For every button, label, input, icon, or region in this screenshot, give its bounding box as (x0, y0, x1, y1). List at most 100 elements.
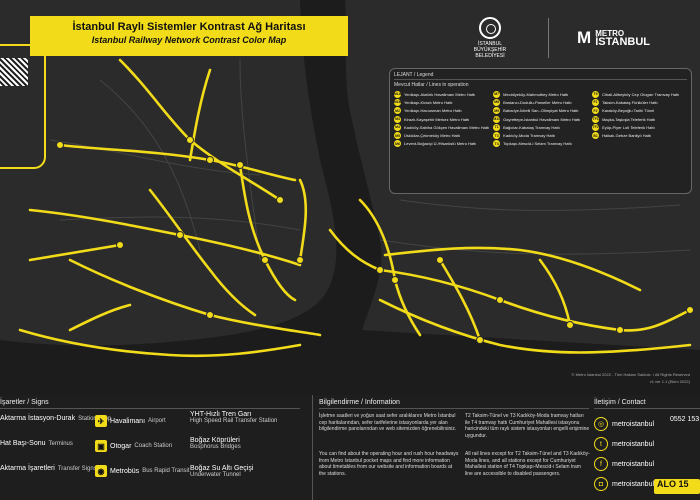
line-badge-icon: T5 (592, 90, 600, 98)
legend-line-name: Yenikapı-Atatürk Havalimanı Metro Hattı (404, 91, 476, 97)
metro-city: İSTANBUL (595, 36, 650, 48)
legend-line-name: Bahariye-İkitelli San.-Olimpiyat Metro H… (503, 108, 579, 114)
line-badge-icon: TF1 (592, 115, 600, 123)
contact-twitter[interactable]: t metroistanbul (594, 437, 654, 451)
legend-line-name: Üsküdar-Çekmeköy Metro Hattı (404, 133, 461, 139)
sign-label-en: Transfer Signs (57, 465, 97, 472)
line-badge-icon: M8 (493, 98, 501, 106)
legend-line-name: Mecidiyeköy-Mahmutbey Metro Hattı (503, 91, 569, 97)
contact-facebook[interactable]: f metroistanbul (594, 457, 654, 471)
line-badge-icon: M5 (394, 132, 401, 140)
sign-station-stop: Aktarma İstasyon-Durak Station-Stop (0, 415, 111, 422)
line-badge-icon: M2 (394, 107, 401, 115)
facebook-icon: f (594, 457, 608, 471)
contact-web[interactable]: ◎ metroistanbul (594, 417, 654, 431)
bus-icon: ▣ (95, 440, 107, 452)
twitter-icon: t (594, 437, 608, 451)
contact-instagram[interactable]: ◘ metroistanbul (594, 477, 654, 491)
line-badge-icon: M3 (394, 115, 401, 123)
legend-heading: LEJANT / Legend (394, 72, 687, 80)
legend-line-name: Eyüp-Piyer Loti Teleferik Hattı (602, 124, 655, 130)
line-badge-icon: M1A (393, 90, 402, 98)
sign-label-en: Bosphorus Bridges (190, 444, 241, 450)
sign-label-tr: Boğaz Su Altı Geçişi (190, 465, 254, 472)
logo-area: İSTANBUL BÜYÜKŞEHİR BELEDİYESİ M METRO İ… (460, 10, 650, 66)
sign-label-en: Coach Station (134, 443, 173, 449)
legend-subheading: Mevcut Hatlar / Lines in operation (394, 82, 469, 88)
legend-line-name: Yenikapı-Kirazlı Metro Hattı (404, 99, 453, 105)
phone-number[interactable]: 0552 153 (670, 416, 700, 423)
sign-label-tr: Havalimanı (110, 417, 146, 425)
sign-label-tr: Otogar (110, 442, 132, 450)
metro-istanbul-logo: M METRO İSTANBUL (577, 28, 650, 48)
line-badge-icon: M11 (493, 115, 501, 123)
map-svg (0, 0, 700, 395)
legend-line-name: Kirazlı-Kayaşehir Merkez Metro Hattı (404, 116, 470, 122)
line-badge-icon: F1 (592, 98, 600, 106)
legend-line-name: Kadıköy-Sabiha Gökçen Havalimanı Metro H… (404, 124, 490, 130)
alo-hotline-badge[interactable]: ALO 15 (654, 479, 700, 494)
sign-high-speed-rail: YHT-Hızlı Tren Garı High Speed Rail Tran… (190, 411, 277, 424)
info-para-en: You can find about the operating hour an… (319, 451, 459, 477)
bosphorus-water (0, 0, 382, 395)
contact-handle: metroistanbul (612, 480, 655, 488)
sign-metrobus: ◉ Metrobüs Bus Rapid Transit (95, 465, 190, 477)
sign-label-tr: Boğaz Köprüleri (190, 437, 240, 444)
sign-label-tr: Aktarma İşaretleri (0, 465, 55, 472)
contact-handle: metroistanbul (612, 440, 655, 448)
sign-label-en: Underwater Tunnel (190, 472, 241, 478)
sign-label-en: Terminus (48, 440, 73, 447)
sign-label-en: High Speed Rail Transfer Station (190, 418, 278, 424)
legend-line-name: Bağcılar-Kabataş Tramvay Hattı (503, 124, 560, 130)
airplane-icon: ✈ (95, 415, 107, 427)
line-badge-icon: TF2 (592, 123, 600, 131)
metrobus-icon: ◉ (95, 465, 107, 477)
signs-heading: İşaretler / Signs (0, 399, 300, 409)
legend-panel: LEJANT / Legend Mevcut Hatlar / Lines in… (389, 68, 692, 194)
line-badge-icon: F2 (592, 107, 600, 115)
line-badge-icon: T4 (493, 140, 501, 148)
logo-divider (548, 18, 550, 58)
line-badge-icon: M7 (493, 90, 501, 98)
contact-heading: İletişim / Contact (594, 399, 700, 409)
sign-bosphorus-bridges: Boğaz Köprüleri Bosphorus Bridges (190, 437, 241, 450)
sign-airport: ✈ Havalimanı Airport (95, 415, 166, 427)
qr-code-icon[interactable] (0, 58, 28, 86)
legend-line-name: Levent-Boğaziçi Ü./Hisarüstü Metro Hattı (404, 141, 477, 147)
legend-line-name: Gayrettepe-İstanbul Havalimanı Metro Hat… (503, 116, 581, 122)
line-badge-icon: T3 (493, 132, 501, 140)
copyright-line1: © Metro İstanbul 2022 - Tüm Hakları Sakl… (571, 372, 690, 377)
network-map[interactable]: İstanbul Raylı Sistemler Kontrast Ağ Har… (0, 0, 700, 395)
contact-handle: metroistanbul (612, 460, 655, 468)
sign-underwater-tunnel: Boğaz Su Altı Geçişi Underwater Tunnel (190, 465, 253, 478)
ibb-line3: BELEDİYESİ (475, 53, 505, 59)
bottom-info-bar: İşaretler / Signs Aktarma İstasyon-Durak… (0, 395, 700, 500)
line-badge-icon: M9 (493, 107, 501, 115)
metro-word: METRO (595, 29, 625, 38)
ibb-line1: İSTANBUL (477, 41, 503, 47)
map-title-banner: İstanbul Raylı Sistemler Kontrast Ağ Har… (30, 16, 348, 56)
legend-line-name: Taksim-Kabataş Füniküler Hattı (602, 99, 658, 105)
line-badge-icon: M6 (394, 140, 401, 148)
phone-qr-frame (0, 44, 46, 169)
sea-south (0, 330, 700, 395)
instagram-icon: ◘ (594, 477, 608, 491)
